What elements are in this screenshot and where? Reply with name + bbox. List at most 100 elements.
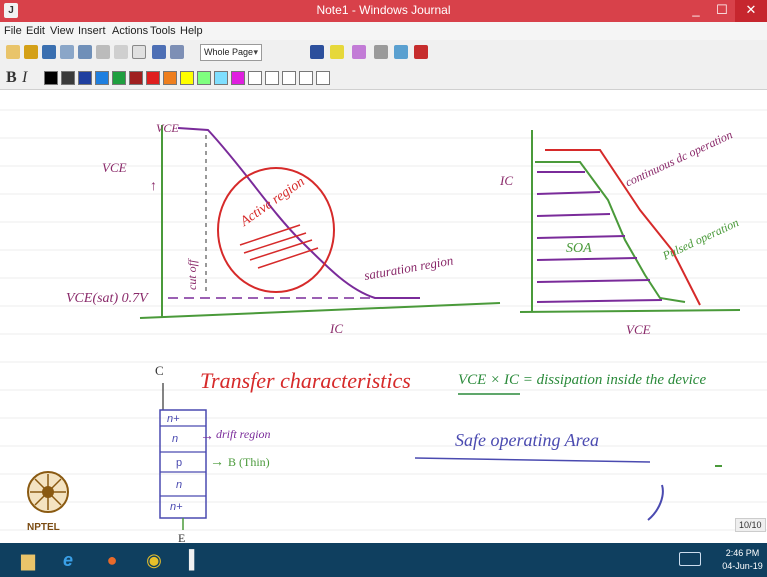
vce-sat-label: VCE(sat) 0.7V — [66, 291, 149, 306]
color-swatch[interactable] — [231, 71, 245, 85]
italic-button[interactable]: I — [22, 69, 28, 86]
active-region-circle — [217, 167, 335, 293]
menu-edit[interactable]: Edit — [26, 25, 45, 37]
color-swatch[interactable] — [248, 71, 262, 85]
collector-label: C — [155, 363, 164, 378]
redo-icon[interactable] — [170, 45, 184, 59]
note-canvas[interactable]: VCE VCE ↑ VCE(sat) 0.7V cut off Active r… — [0, 90, 767, 543]
soa-label: SOA — [566, 241, 592, 256]
saturation-region-label: saturation region — [363, 253, 454, 283]
clock-time: 2:46 PM — [725, 548, 760, 558]
layer-n: n — [176, 479, 182, 491]
vce-top-label: VCE — [156, 121, 179, 135]
chrome-icon[interactable]: ◉ — [146, 550, 162, 570]
cut-icon[interactable] — [96, 45, 110, 59]
color-swatch[interactable] — [282, 71, 296, 85]
active-region-hatch — [239, 224, 319, 269]
menu-bar: File Edit View Insert Actions Tools Help — [0, 22, 767, 40]
dissipation-note: VCE × IC = dissipation inside the device — [458, 372, 706, 388]
save-icon[interactable] — [42, 45, 56, 59]
ink-drawing: VCE VCE ↑ VCE(sat) 0.7V cut off Active r… — [0, 109, 767, 543]
insert-space-icon[interactable] — [394, 45, 408, 59]
safe-area-underline — [414, 457, 651, 463]
ruled-lines — [0, 109, 767, 531]
vce-axis-label-right: VCE — [626, 322, 651, 337]
minimize-button[interactable]: _ — [692, 2, 700, 17]
firefox-icon[interactable]: ● — [106, 550, 118, 570]
highlighter-icon[interactable] — [330, 45, 344, 59]
color-swatch[interactable] — [129, 71, 143, 85]
title-bar: J Note1 - Windows Journal _ ☐ ✕ — [0, 0, 767, 22]
paste-icon[interactable] — [132, 45, 146, 59]
color-swatch[interactable] — [197, 71, 211, 85]
safe-area-title: Safe operating Area — [455, 430, 599, 450]
eraser-icon[interactable] — [352, 45, 366, 59]
windows-journal-taskbar-icon[interactable]: ▍ — [189, 550, 203, 570]
pulsed-label: Pulsed operation — [659, 215, 740, 263]
color-swatch[interactable] — [316, 71, 330, 85]
drift-region-label: drift region — [216, 427, 271, 441]
menu-insert[interactable]: Insert — [78, 25, 106, 37]
window-title: Note1 - Windows Journal — [316, 3, 451, 17]
color-swatch[interactable] — [299, 71, 313, 85]
transistor-structure: C n+ n p n n+ E → drift region → B (Thin… — [155, 363, 271, 543]
clock[interactable]: 2:46 PM 04-Jun-19 — [720, 547, 765, 573]
color-swatch[interactable] — [180, 71, 194, 85]
menu-tools[interactable]: Tools — [150, 25, 176, 37]
pen-icon[interactable] — [310, 45, 324, 59]
cutoff-label: cut off — [185, 258, 199, 290]
print-icon[interactable] — [60, 45, 74, 59]
graph-left: VCE VCE ↑ VCE(sat) 0.7V cut off Active r… — [66, 121, 501, 336]
maximize-button[interactable]: ☐ — [716, 2, 728, 17]
pen-stroke — [647, 484, 664, 521]
soa-hatch — [536, 171, 663, 303]
flag-icon[interactable] — [414, 45, 428, 59]
continuous-label: continuous dc operation — [623, 127, 735, 189]
layer-p-base: p — [176, 457, 182, 469]
color-swatch[interactable] — [95, 71, 109, 85]
format-toolbar: B I — [0, 66, 767, 90]
open-folder-icon[interactable] — [24, 45, 38, 59]
color-swatch[interactable] — [61, 71, 75, 85]
color-swatch[interactable] — [44, 71, 58, 85]
nptel-logo — [27, 471, 69, 513]
standard-toolbar: Whole Page ▾ — [0, 40, 767, 66]
nptel-brand: NPTEL — [27, 522, 60, 533]
menu-view[interactable]: View — [50, 25, 74, 37]
transfer-heading: Transfer characteristics — [200, 368, 411, 393]
new-note-icon[interactable] — [6, 45, 20, 59]
layer-n-plus-bottom: n+ — [170, 501, 183, 513]
layer-n-drift: n — [172, 433, 178, 445]
page-indicator: 10/10 — [735, 518, 766, 532]
menu-file[interactable]: File — [4, 25, 22, 37]
emitter-label: E — [178, 531, 185, 543]
menu-help[interactable]: Help — [180, 25, 203, 37]
color-swatch[interactable] — [163, 71, 177, 85]
clock-date: 04-Jun-19 — [722, 561, 763, 571]
color-swatch[interactable] — [265, 71, 279, 85]
file-explorer-icon[interactable]: ▆ — [21, 550, 35, 570]
close-button[interactable]: ✕ — [735, 0, 767, 22]
arrow-right-icon: → — [200, 427, 214, 443]
keyboard-icon[interactable] — [679, 552, 701, 566]
copy-icon[interactable] — [114, 45, 128, 59]
base-thin-label: B (Thin) — [228, 455, 270, 469]
graph-left-x-axis — [139, 302, 501, 319]
menu-actions[interactable]: Actions — [112, 25, 149, 37]
zoom-select[interactable]: Whole Page ▾ — [200, 44, 262, 61]
bold-button[interactable]: B — [6, 69, 17, 86]
color-swatch[interactable] — [112, 71, 126, 85]
color-swatch[interactable] — [146, 71, 160, 85]
soa-boundary-curve — [535, 161, 686, 303]
journal-app-icon[interactable]: J — [4, 3, 18, 18]
continuous-limit-curve — [545, 149, 701, 306]
internet-explorer-icon[interactable]: e — [62, 550, 73, 570]
color-swatch[interactable] — [214, 71, 228, 85]
lasso-icon[interactable] — [374, 45, 388, 59]
vce-axis-label: VCE — [102, 160, 127, 175]
chevron-down-icon: ▾ — [253, 47, 258, 57]
undo-icon[interactable] — [152, 45, 166, 59]
find-icon[interactable] — [78, 45, 92, 59]
color-swatch[interactable] — [78, 71, 92, 85]
